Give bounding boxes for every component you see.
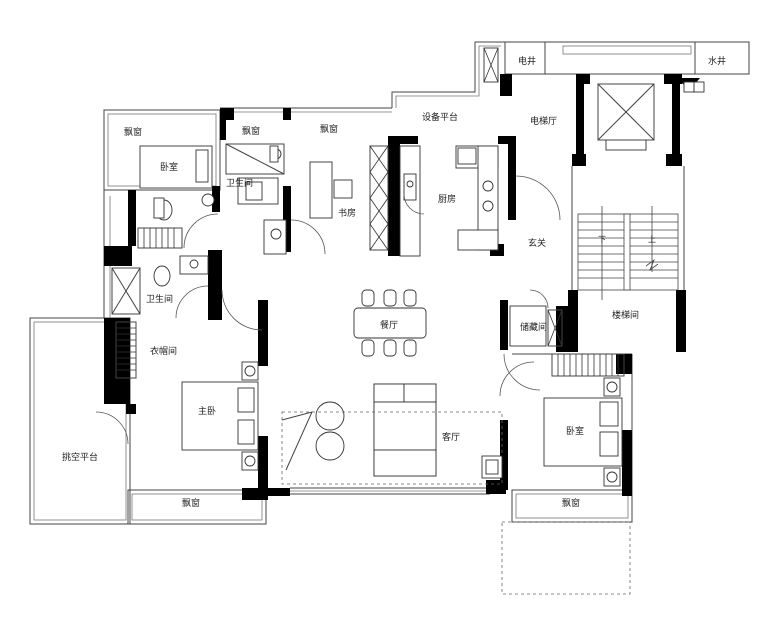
label-bay-window-se: 飘窗 xyxy=(562,497,580,509)
label-bay-window-master: 飘窗 xyxy=(182,497,200,509)
label-bathroom-west: 卫生间 xyxy=(146,293,173,305)
label-bathroom-north: 卫生间 xyxy=(226,177,253,189)
label-elevator-hall: 电梯厅 xyxy=(530,115,557,127)
label-master-bedroom: 主卧 xyxy=(198,405,216,417)
label-cloakroom: 衣帽间 xyxy=(150,345,177,357)
label-electric-shaft: 电井 xyxy=(518,55,536,67)
label-dining-room: 餐厅 xyxy=(380,319,398,331)
label-stairwell: 楼梯间 xyxy=(612,309,639,321)
label-living-room: 客厅 xyxy=(442,431,460,443)
hatched-elements xyxy=(111,47,655,379)
label-storage-room: 储藏间 xyxy=(520,321,547,333)
label-bedroom-nw: 卧室 xyxy=(160,161,178,173)
label-cantilever-platform: 挑空平台 xyxy=(62,451,98,463)
thin-outlines xyxy=(29,41,750,595)
label-bay-window-bath: 飘窗 xyxy=(242,125,260,137)
furniture xyxy=(139,145,623,487)
label-bay-window-study: 飘窗 xyxy=(320,123,338,135)
label-entrance: 玄关 xyxy=(528,237,546,249)
label-stair-up: 上 xyxy=(648,235,656,244)
room-labels: 飘窗 卧室 飘窗 卫生间 飘窗 书房 设备平台 厨房 电梯厅 电井 水井 玄关 … xyxy=(62,55,726,509)
label-stair-down: 下 xyxy=(598,235,606,244)
label-equipment-platform: 设备平台 xyxy=(422,111,458,123)
doors xyxy=(95,175,561,445)
label-kitchen: 厨房 xyxy=(438,193,456,205)
shaft-details xyxy=(676,78,705,93)
label-bay-window-nw: 飘窗 xyxy=(124,126,142,138)
staircase xyxy=(577,206,679,300)
label-water-shaft: 水井 xyxy=(708,55,726,67)
label-study: 书房 xyxy=(338,207,356,219)
label-bedroom-se: 卧室 xyxy=(566,425,584,437)
